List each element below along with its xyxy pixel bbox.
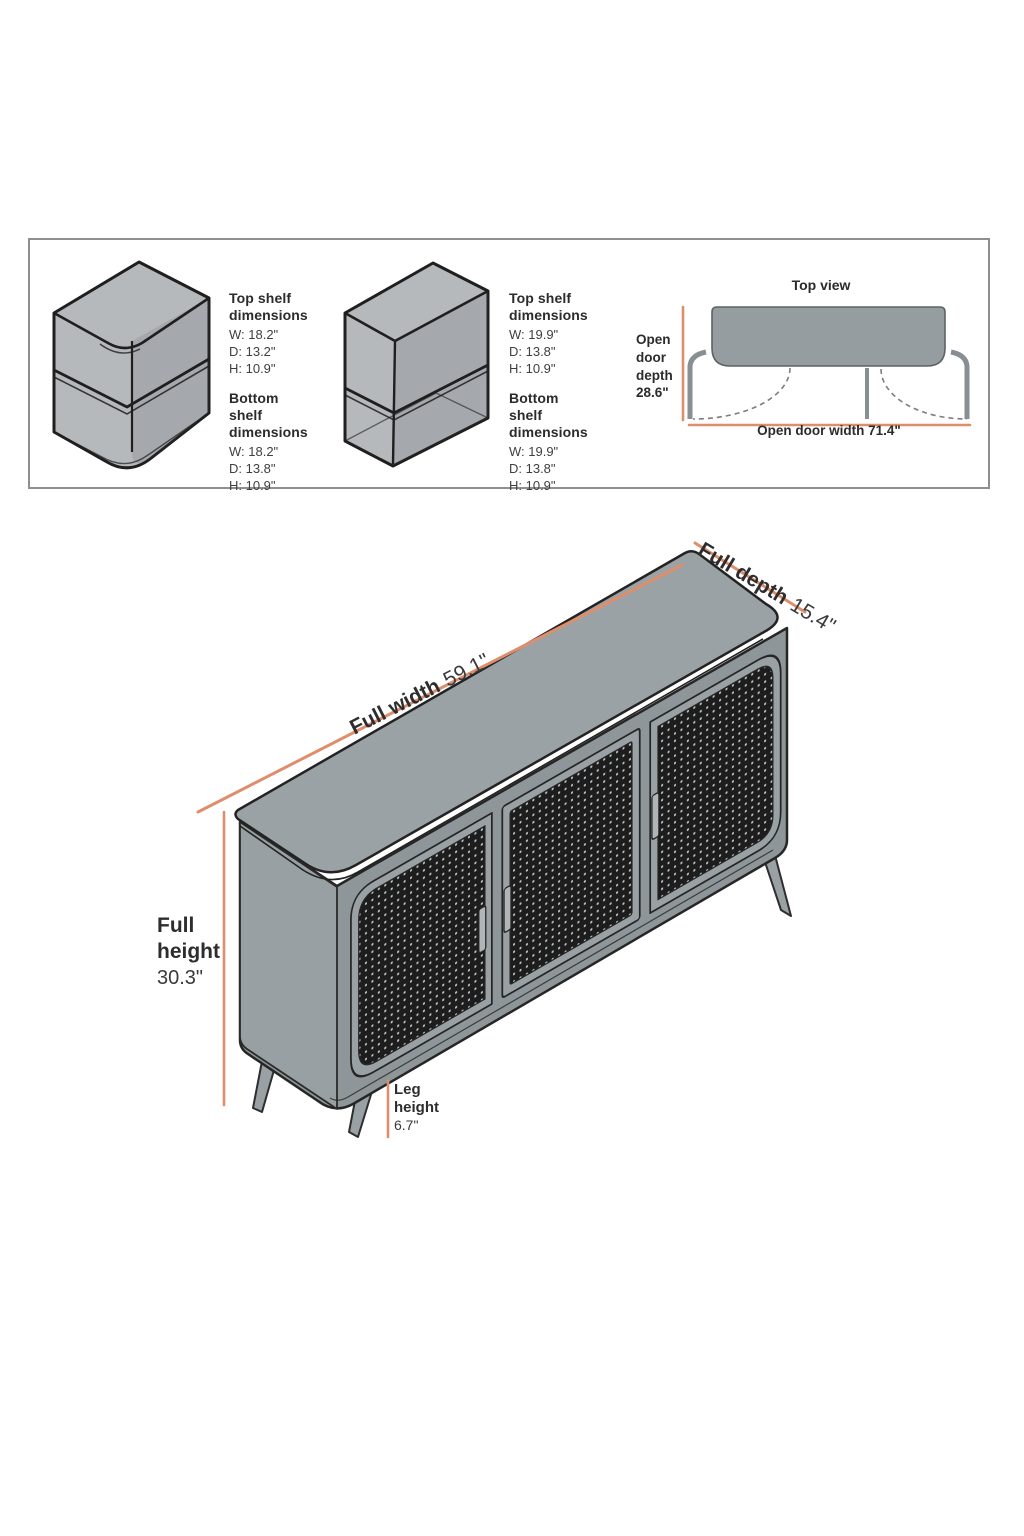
full-width-line — [196, 563, 684, 814]
bottom-shelf-values-1: W: 18.2" D: 13.8" H: 10.9" — [229, 444, 279, 493]
top-shelf-title-1: Top shelf dimensions — [229, 290, 308, 324]
cabinet-isometric-diagram: Full width59.1" Full depth15.4" Full hei… — [0, 520, 1024, 1210]
open-door-width-label: Open door width 71.4" — [757, 423, 901, 438]
left-door-mesh — [358, 824, 486, 1066]
door-handles — [478, 792, 660, 954]
bottom-shelf-title-1: Bottom shelf dimensions — [229, 389, 308, 440]
top-view-title: Top view — [791, 277, 851, 293]
open-door-depth-label: Open door depth 28.6" — [636, 332, 673, 401]
cabinet-left-panel — [239, 821, 338, 1110]
right-door-mesh — [657, 665, 774, 901]
rounded-shelf-unit-diagram — [52, 260, 211, 470]
bottom-shelf-values-2: W: 19.9" D: 13.8" H: 10.9" — [509, 444, 559, 493]
bottom-shelf-title-2: Bottom shelf dimensions — [509, 389, 588, 440]
cabinet-drawing — [196, 541, 807, 1139]
top-shelf-values-2: W: 19.9" D: 13.8" H: 10.9" — [509, 327, 559, 376]
shelf-dimensions-block-2: Top shelf dimensions W: 19.9" D: 13.8" H… — [509, 290, 595, 495]
full-depth-line — [693, 541, 807, 614]
full-height-dimension: Full height 30.3" — [157, 914, 220, 990]
cabinet-top-surface — [234, 550, 779, 874]
top-shelf-values-1: W: 18.2" D: 13.2" H: 10.9" — [229, 327, 279, 376]
leg-height-dimension: Leg height 6.7" — [394, 1081, 439, 1133]
shelf-dimensions-block-1: Top shelf dimensions W: 18.2" D: 13.2" H… — [229, 290, 315, 495]
square-shelf-unit-diagram — [343, 261, 490, 468]
dimension-lines — [196, 541, 807, 1139]
top-shelf-title-2: Top shelf dimensions — [509, 290, 588, 324]
spec-panel: Top shelf dimensions W: 18.2" D: 13.2" H… — [28, 238, 990, 493]
top-view-diagram — [681, 305, 972, 427]
